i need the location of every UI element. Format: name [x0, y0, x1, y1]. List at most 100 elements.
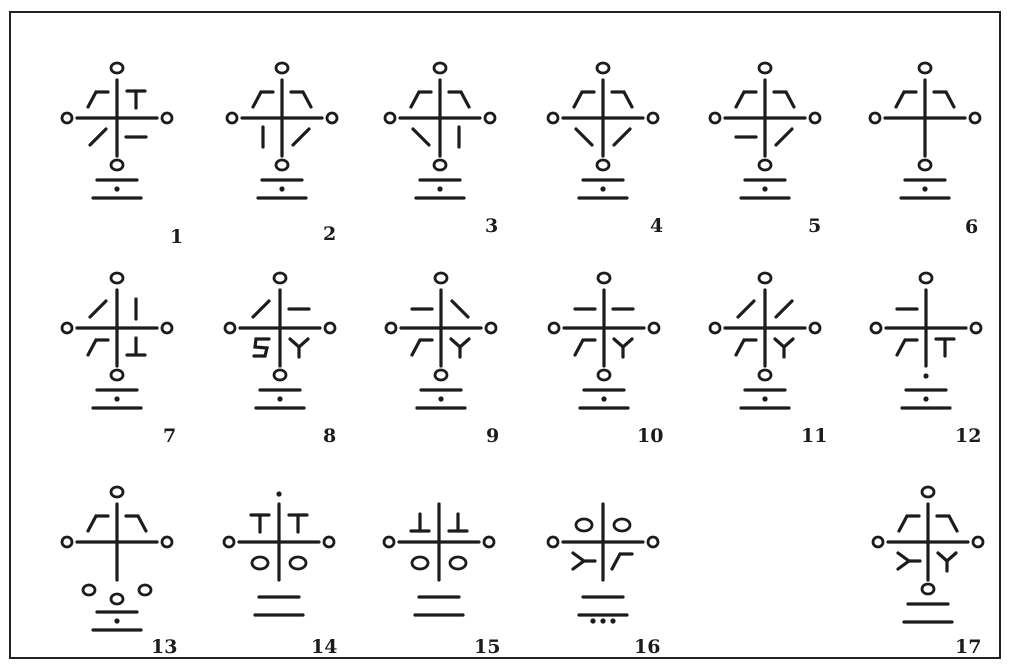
glyph-11-ring-right	[808, 321, 822, 335]
glyph-16-mark-br	[610, 552, 634, 571]
glyph-5-mark-br	[774, 127, 794, 147]
figure-border	[9, 11, 1001, 659]
glyph-10-ring-top	[596, 271, 612, 285]
glyph-13-mark-tl	[86, 514, 110, 533]
glyph-7-ring-left	[60, 321, 74, 335]
glyph-1-ring-left	[60, 111, 74, 125]
figure-label-6: 6	[965, 216, 978, 238]
glyph-7-ring-bottom	[109, 368, 125, 382]
glyph-4-mark-bl	[574, 127, 594, 147]
glyph-12-dot-bottom	[923, 373, 929, 379]
label-group: 1 2 3 4 5 6 7 8 9 10 11 12 13 14 15 16 1…	[151, 215, 981, 658]
glyph-12-ring-right	[969, 321, 983, 335]
glyph-8-mark-tl	[251, 299, 271, 319]
glyph-7-base-dot	[114, 396, 120, 402]
glyph-11-base-dot	[762, 396, 768, 402]
glyph-6-ring-right	[968, 111, 982, 125]
glyph-17-ring-top	[920, 485, 936, 499]
glyph-9-mark-tr	[450, 299, 470, 319]
glyph-17-mark-bl	[896, 551, 911, 563]
glyph-16-ring-right	[646, 535, 660, 549]
figure-label-14: 14	[311, 636, 337, 658]
glyph-8-mark-bl	[252, 337, 271, 358]
glyph-1-base-dot	[114, 186, 120, 192]
glyph-13-ring-right	[160, 535, 174, 549]
glyph-17-ring-bottom	[920, 582, 936, 596]
glyph-3-mark-bl	[411, 127, 431, 147]
glyph-16-quadrant-ring	[574, 517, 594, 533]
glyph-3-ring-top	[432, 61, 448, 75]
glyph-5-mark-tl	[734, 90, 758, 109]
glyph-9-ring-left	[384, 321, 398, 335]
glyph-12-mark-bl	[895, 338, 919, 357]
glyph-15-ring-right	[482, 535, 496, 549]
glyph-14-ring-right	[322, 535, 336, 549]
glyph-10-mark-bl	[573, 338, 597, 357]
glyph-2-ring-left	[225, 111, 239, 125]
figure-label-17: 17	[955, 636, 981, 658]
glyph-2-base-dot	[279, 186, 285, 192]
glyph-15-quadrant-ring	[448, 555, 468, 571]
glyph-3-ring-left	[383, 111, 397, 125]
glyph-6-ring-bottom	[917, 158, 933, 172]
glyph-12-base-dot	[923, 396, 929, 402]
glyph-17-mark-tl	[897, 514, 921, 533]
glyph-16-mark-bl	[571, 559, 597, 571]
glyph-14-ring-left	[222, 535, 236, 549]
figure-label-2: 2	[323, 223, 336, 245]
glyph-16-ring-left	[546, 535, 560, 549]
glyph-9-ring-top	[433, 271, 449, 285]
glyph-5-ring-right	[808, 111, 822, 125]
glyph-13-mark-tr	[124, 514, 148, 533]
glyph-9-ring-bottom	[433, 368, 449, 382]
glyph-6-base-dot	[922, 186, 928, 192]
glyph-14-dot-top	[276, 491, 282, 497]
glyph-4-ring-left	[546, 111, 560, 125]
glyph-11-ring-top	[757, 271, 773, 285]
glyph-1-ring-bottom	[109, 158, 125, 172]
glyph-1-ring-top	[109, 61, 125, 75]
glyph-11-ring-left	[708, 321, 722, 335]
glyph-12-ring-left	[869, 321, 883, 335]
glyph-13-ring-top	[109, 485, 125, 499]
figure-label-13: 13	[151, 636, 177, 658]
glyph-15-ring-left	[382, 535, 396, 549]
glyph-2-mark-br	[291, 127, 311, 147]
glyph-16-base-dot	[590, 618, 596, 624]
glyph-7-mark-tl	[88, 299, 108, 319]
glyph-5-ring-bottom	[757, 158, 773, 172]
glyph-11-mark-tl	[736, 299, 756, 319]
figure-label-3: 3	[485, 215, 498, 237]
figure-label-5: 5	[808, 215, 821, 237]
glyph-8-base-dot	[277, 396, 283, 402]
glyph-13-ring-bottom-center	[109, 592, 125, 606]
glyph-3-mark-tl	[409, 90, 433, 109]
glyph-4-ring-bottom	[595, 158, 611, 172]
glyph-1-mark-tl	[86, 90, 110, 109]
glyph-2-ring-right	[325, 111, 339, 125]
figure-label-7: 7	[163, 425, 176, 447]
glyph-17-mark-tr	[935, 514, 959, 533]
glyph-10-ring-right	[647, 321, 661, 335]
glyph-5-mark-tr	[772, 90, 796, 109]
glyph-1-ring-right	[160, 111, 174, 125]
glyph-8-ring-top	[272, 271, 288, 285]
glyph-3-ring-bottom	[432, 158, 448, 172]
glyph-16-base-dot	[610, 618, 616, 624]
glyph-11-mark-tr	[774, 299, 794, 319]
glyph-3-base-dot	[437, 186, 443, 192]
glyph-11-mark-bl	[734, 338, 758, 357]
glyph-14-quadrant-ring	[288, 555, 308, 571]
glyph-17-ring-right	[971, 535, 985, 549]
glyph-7-ring-top	[109, 271, 125, 285]
glyph-2-mark-tl	[251, 90, 275, 109]
glyph-13-ring-left	[60, 535, 74, 549]
glyph-14-quadrant-ring	[250, 555, 270, 571]
glyph-3-ring-right	[483, 111, 497, 125]
glyph-5-base-dot	[762, 186, 768, 192]
glyph-11-ring-bottom	[757, 368, 773, 382]
glyph-5-ring-left	[708, 111, 722, 125]
glyph-6-mark-tr	[932, 90, 956, 109]
